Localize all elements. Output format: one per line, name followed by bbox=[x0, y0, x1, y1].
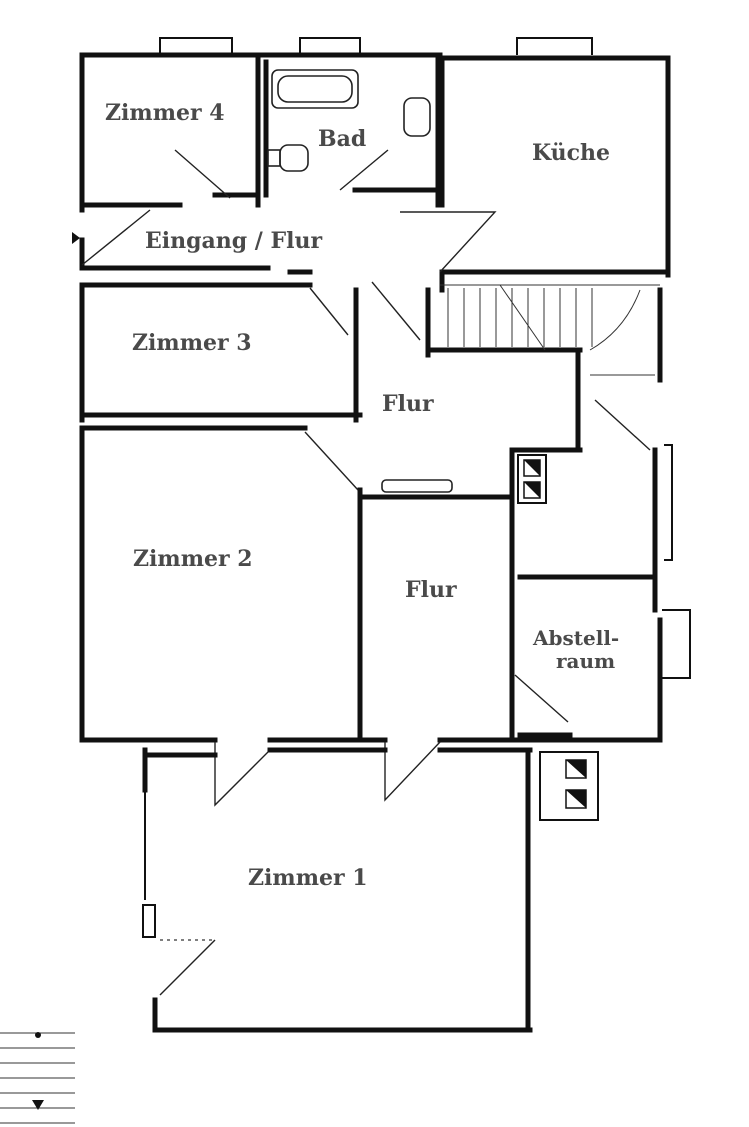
entrance-doors bbox=[81, 149, 497, 273]
label-zimmer1: Zimmer 1 bbox=[248, 865, 368, 891]
walls-zimmer2 bbox=[79, 425, 388, 743]
walls-zimmer1 bbox=[142, 747, 533, 1033]
chimney-lower bbox=[539, 751, 599, 821]
walls-top-row bbox=[79, 52, 671, 293]
label-zimmer3: Zimmer 3 bbox=[132, 330, 252, 356]
window-bumps-top bbox=[159, 37, 593, 55]
staircase bbox=[371, 281, 663, 453]
label-flur-lower: Flur bbox=[405, 577, 457, 603]
stair-treads bbox=[447, 288, 593, 347]
label-flur-upper: Flur bbox=[382, 391, 434, 417]
bad-fixtures bbox=[267, 69, 431, 172]
label-kueche: Küche bbox=[532, 140, 610, 166]
exterior-steps bbox=[0, 1032, 75, 1124]
window-right bbox=[662, 444, 691, 679]
walls-flur-lower bbox=[214, 447, 663, 807]
label-zimmer2: Zimmer 2 bbox=[133, 546, 253, 572]
label-abstellraum-line2: raum bbox=[556, 649, 615, 673]
label-zimmer4: Zimmer 4 bbox=[105, 100, 225, 126]
chimney-upper bbox=[517, 454, 547, 504]
label-eingang-flur: Eingang / Flur bbox=[145, 228, 322, 254]
walls-entrance bbox=[72, 232, 313, 275]
label-abstellraum-line1: Abstell- bbox=[532, 626, 619, 650]
label-bad: Bad bbox=[318, 126, 366, 152]
walls-zimmer3 bbox=[79, 282, 363, 423]
